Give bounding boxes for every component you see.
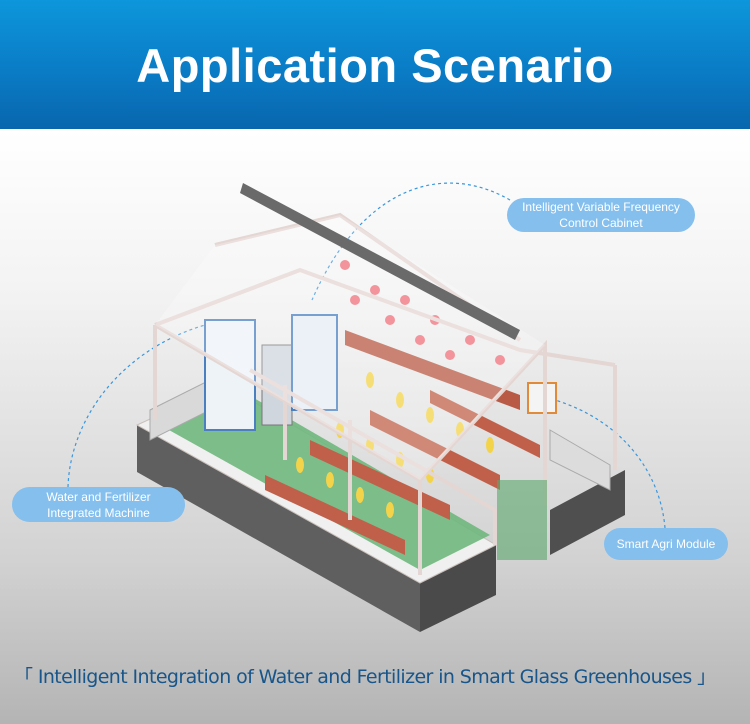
- label-smart-agri-module: Smart Agri Module: [604, 528, 728, 560]
- planter: [430, 390, 540, 458]
- brick-wall-right: [549, 429, 611, 491]
- door: [497, 480, 547, 560]
- floor: [160, 390, 490, 570]
- control-cabinet: [291, 314, 338, 411]
- planter: [370, 410, 500, 490]
- planter: [310, 440, 450, 520]
- base-right-wing: [550, 470, 625, 555]
- page-title: Application Scenario: [136, 39, 614, 92]
- glass-frame: [153, 212, 617, 575]
- smart-agri-module: [527, 382, 557, 414]
- planter: [265, 475, 405, 555]
- base-right-face: [420, 545, 496, 632]
- base-left-face: [137, 425, 420, 632]
- label-text: Control Cabinet: [559, 216, 643, 230]
- header-banner: Application Scenario: [0, 0, 750, 129]
- roof-ridge: [240, 183, 520, 340]
- planter-back: [345, 330, 520, 410]
- label-text: Intelligent Variable Frequency: [522, 200, 680, 214]
- caption: 「 Intelligent Integration of Water and F…: [14, 666, 716, 688]
- connector-cabinet: [311, 182, 511, 301]
- roof-glass: [155, 215, 545, 480]
- label-text: Water and Fertilizer: [46, 489, 151, 504]
- label-text: Integrated Machine: [47, 505, 150, 520]
- connector-module: [554, 399, 666, 529]
